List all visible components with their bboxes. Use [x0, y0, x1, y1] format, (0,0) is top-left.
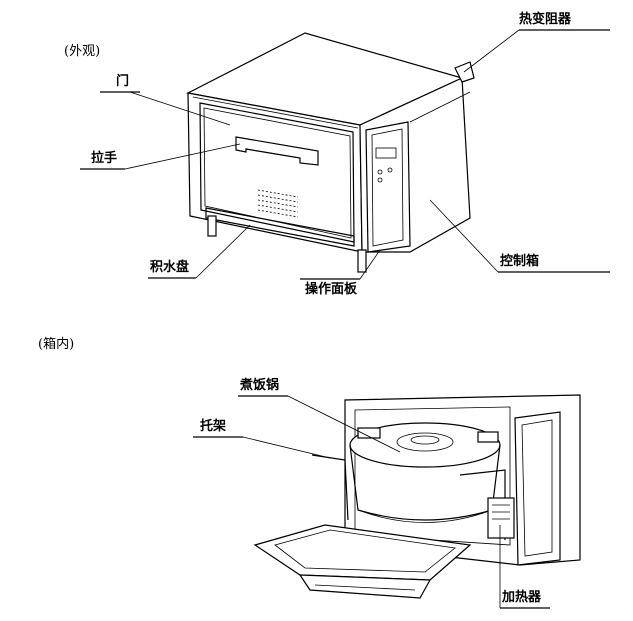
- section-title-exterior: (外观): [64, 44, 101, 59]
- label-handle: 拉手: [91, 151, 118, 166]
- leader-lines: [80, 29, 610, 609]
- vent-grille: [257, 189, 299, 218]
- label-drip-tray: 积水盘: [150, 260, 190, 275]
- label-door: 门: [116, 74, 130, 89]
- label-heater: 加热器: [502, 590, 542, 605]
- label-rice-cooker: 煮饭锅: [240, 378, 280, 393]
- section-title-interior: (箱内): [38, 337, 75, 352]
- cabinet-exterior-drawing: [186, 32, 475, 273]
- cabinet-interior-drawing: [253, 394, 581, 599]
- label-heat-resistor: 热变阻器: [519, 12, 572, 27]
- label-control-box: 控制箱: [500, 254, 540, 269]
- label-rack: 托架: [200, 419, 227, 434]
- label-operation-panel: 操作面板: [305, 282, 358, 297]
